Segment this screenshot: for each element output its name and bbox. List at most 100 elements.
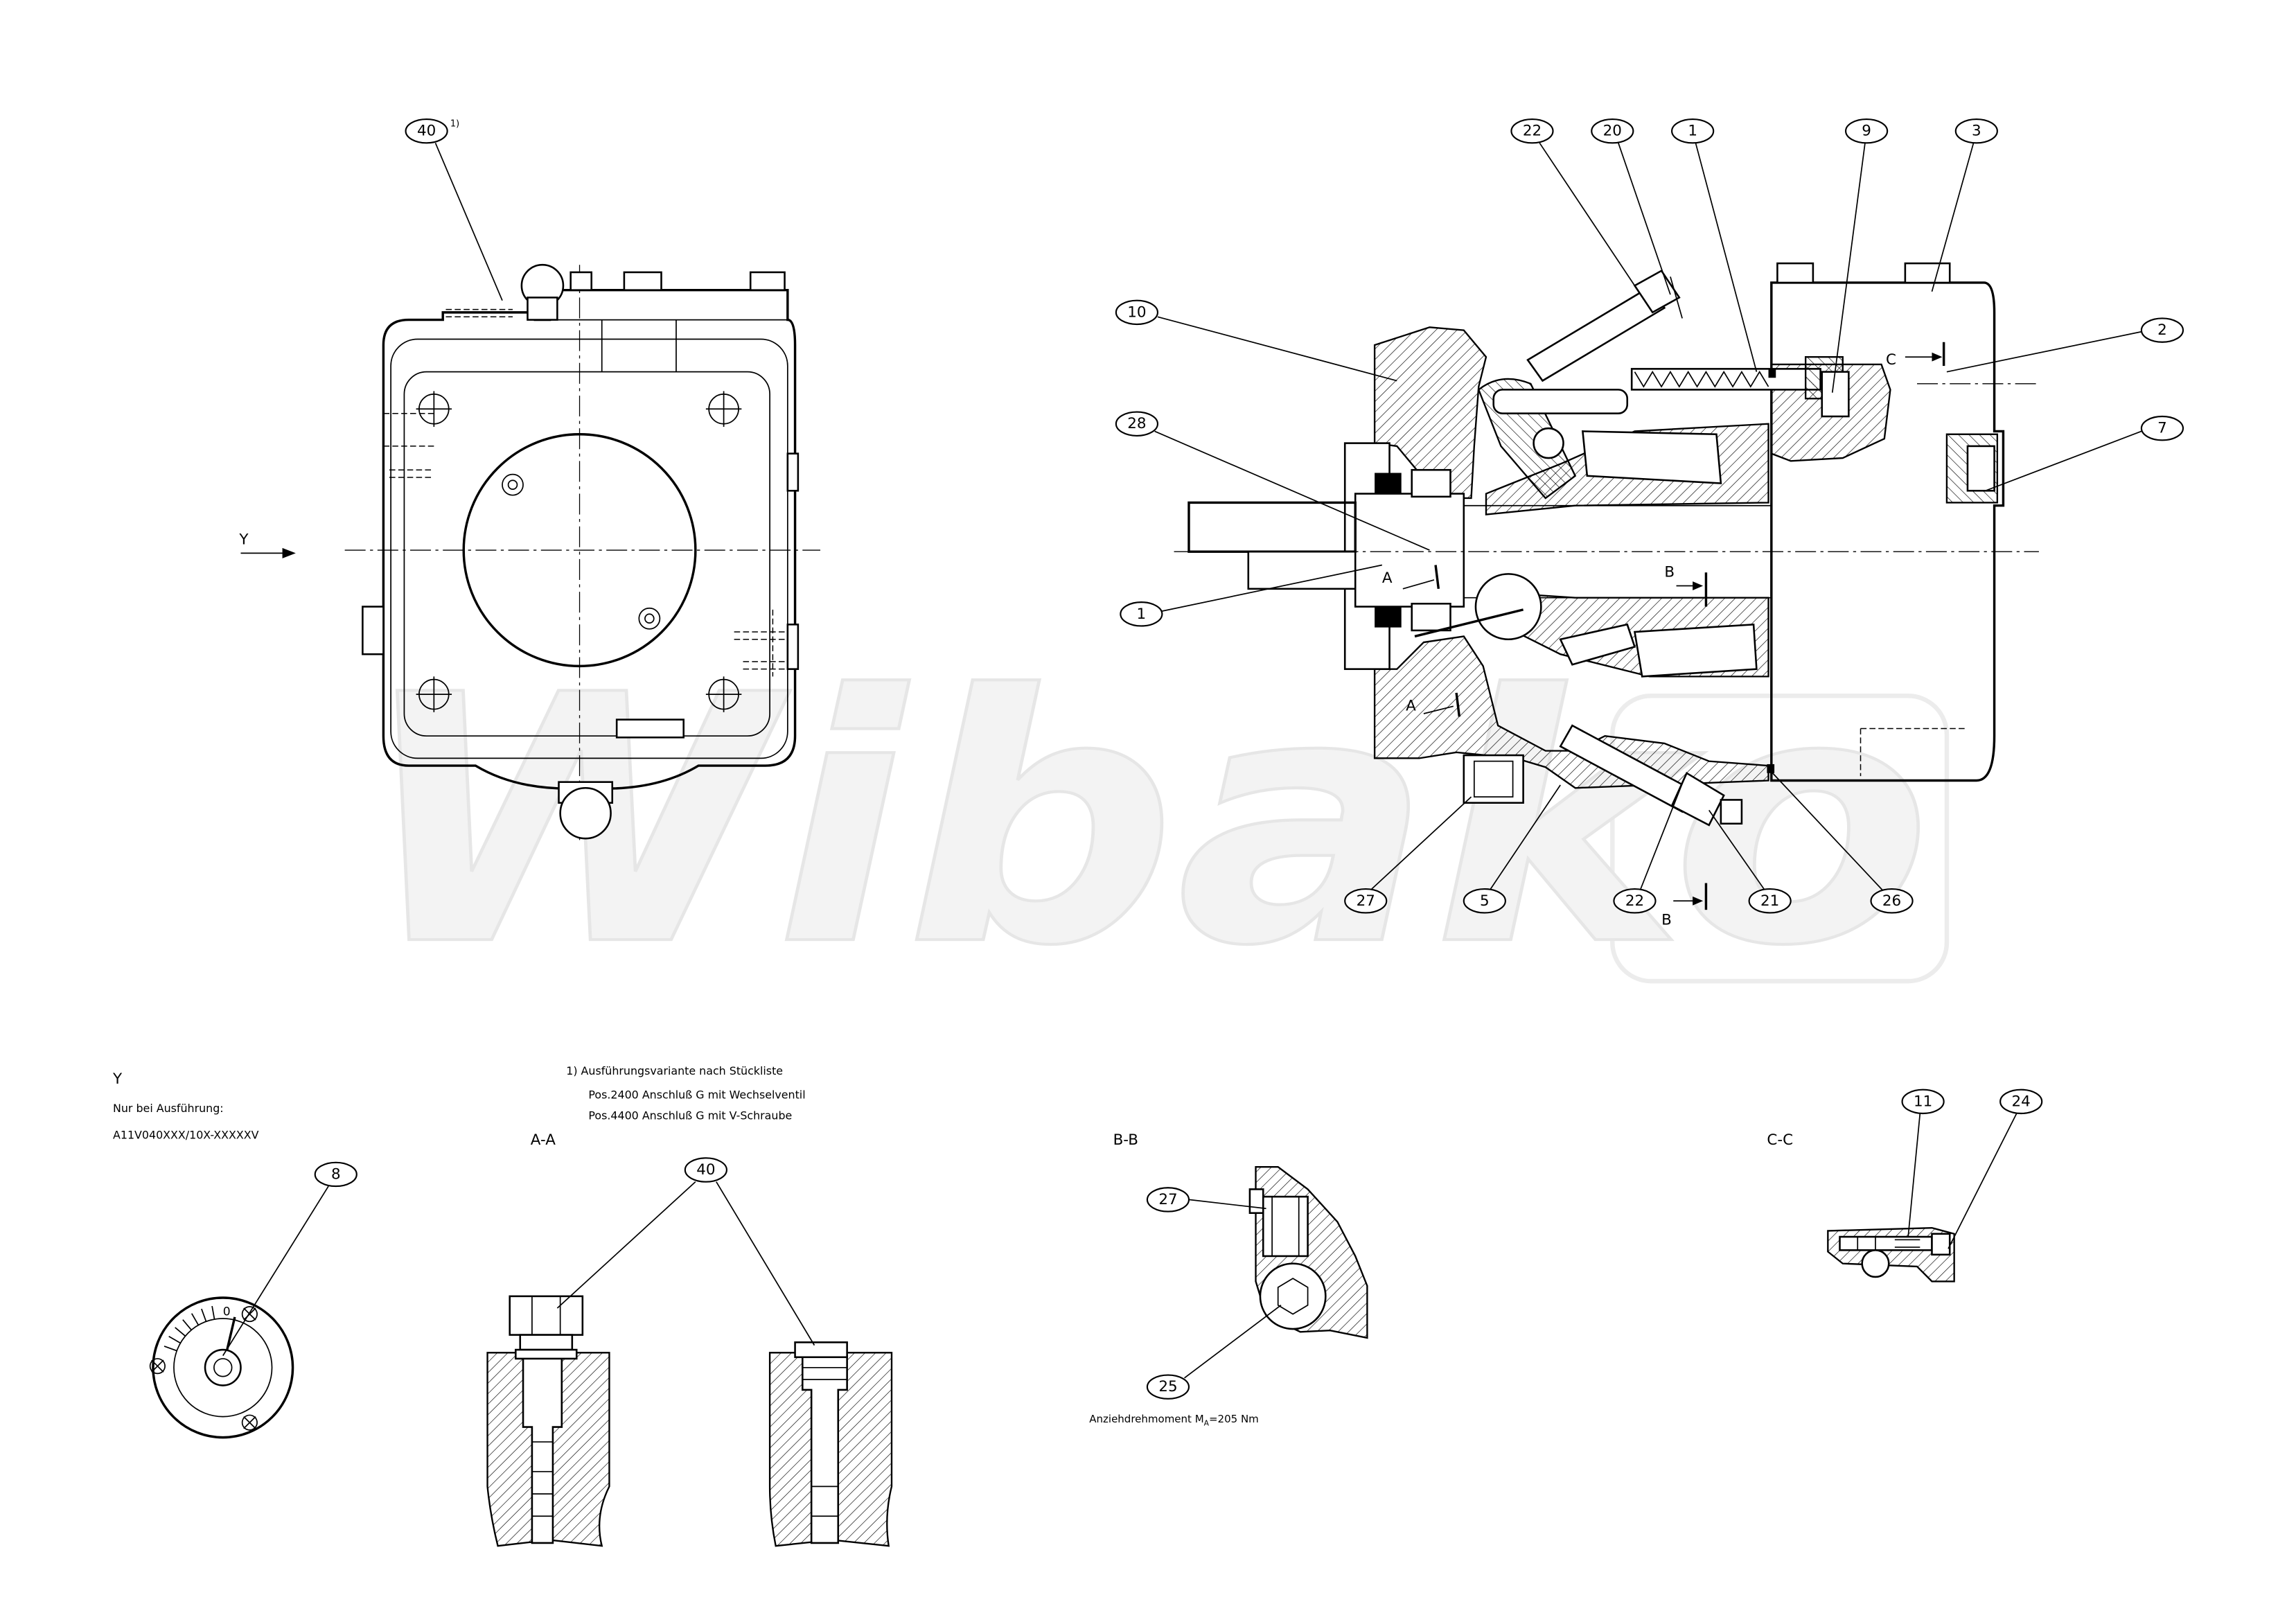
leader-line	[716, 1181, 815, 1346]
drain-plug-inner	[1473, 760, 1514, 797]
fitting-washer	[515, 1348, 578, 1360]
section-a-a-bore-left	[522, 1355, 563, 1544]
fitting-neck	[519, 1334, 574, 1351]
watermark: Wibako	[355, 622, 1950, 1022]
callout-label: 8	[331, 1165, 341, 1183]
leader-line	[1157, 316, 1397, 382]
section-c-c-bore-detail	[1857, 1237, 1920, 1251]
shaft-seal-upper	[1375, 473, 1402, 494]
leader-line	[1539, 142, 1648, 304]
callout-40-front: 40	[405, 118, 503, 301]
piston-upper	[1581, 430, 1722, 484]
section-c-c-bore	[1839, 1235, 1933, 1251]
callout-bubble	[1115, 411, 1159, 437]
callout-26: 26	[1767, 768, 1914, 914]
callout-bubble	[1999, 1088, 2043, 1115]
callout-bubble	[314, 1161, 357, 1188]
top-knob	[520, 263, 565, 321]
torque-value: =205 Nm	[1209, 1413, 1259, 1425]
callout-label: 27	[1357, 892, 1375, 910]
callout-bubble	[1844, 118, 1889, 144]
bottom-port	[615, 719, 685, 739]
bearing-housing	[1354, 493, 1465, 608]
callout-label: 3	[1972, 123, 1981, 140]
callout-bubble	[1146, 1374, 1190, 1400]
fitting-hex-flats	[531, 1296, 561, 1335]
cut-marker-b-lower: B	[1661, 883, 1708, 929]
dial-hub	[204, 1348, 242, 1386]
drive-joint	[1474, 573, 1542, 641]
callout-1-top: 1	[1671, 118, 1758, 372]
dial-hub-inner	[213, 1358, 233, 1377]
dial-inner	[173, 1318, 273, 1418]
callout-label: 22	[1523, 123, 1542, 140]
section-b-b-screw	[1259, 1262, 1327, 1330]
callout-24: 24	[1948, 1088, 2043, 1249]
dial-outer	[152, 1296, 294, 1439]
screw-head	[638, 607, 661, 630]
footnote-line1: 1) Ausführungsvariante nach Stückliste	[566, 1064, 783, 1077]
section-c-c: C-C 11 24	[1767, 1088, 2043, 1282]
cut-marker-arrow	[1402, 579, 1435, 590]
callout-5: 5	[1463, 784, 1561, 914]
callout-label: 27	[1158, 1191, 1177, 1208]
side-stub-right-top	[786, 452, 800, 492]
hidden-line	[734, 609, 788, 677]
cut-marker-label: B	[1661, 912, 1672, 929]
callout-3: 3	[1931, 118, 1998, 292]
callout-label: 22	[1625, 892, 1644, 910]
callout-label: 10	[1127, 303, 1146, 321]
flange-bolts	[416, 391, 742, 712]
cut-marker-c: C	[1886, 342, 1945, 369]
leader-line	[1618, 143, 1671, 295]
leader-line	[1708, 809, 1765, 890]
flange-screw-lower	[1411, 602, 1451, 632]
callout-label: 7	[2157, 420, 2167, 437]
callout-bubble	[1613, 888, 1657, 914]
screw-head	[149, 1358, 166, 1375]
callout-bubble	[684, 1157, 727, 1183]
section-b-b: B-B 27 25 Anziehdrehmoment MA=205 Nm	[1089, 1131, 1368, 1427]
leader-line	[1371, 796, 1472, 890]
screw-head	[241, 1305, 258, 1323]
front-view: 40 1) Y	[238, 118, 821, 840]
leader-line	[1640, 775, 1686, 890]
dial-scale-ticks	[164, 1305, 215, 1352]
section-b-b-screw-socket	[1277, 1278, 1309, 1315]
leader-line	[222, 1185, 329, 1357]
callout-7: 7	[1985, 415, 2184, 492]
section-c-c-title: C-C	[1767, 1131, 1793, 1149]
callout-label: 28	[1127, 415, 1146, 432]
callout-bubble	[2140, 415, 2184, 441]
callout-label: 1	[1688, 123, 1697, 140]
screw-plug-head	[794, 1341, 848, 1359]
footnote-line2: Pos.2400 Anschluß G mit Wechselventil	[588, 1088, 805, 1102]
drive-shaft	[1187, 501, 1357, 553]
side-stub-right-bottom	[786, 624, 800, 670]
section-a-a: A-A 40	[486, 1131, 893, 1547]
view-arrow-y: Y	[238, 531, 296, 558]
callout-bubble	[1748, 888, 1792, 914]
seal-ring-lower	[1767, 764, 1775, 773]
view-arrow-head	[282, 547, 296, 558]
cut-marker-b-upper: B	[1664, 564, 1708, 607]
callout-bubble	[1463, 888, 1506, 914]
leader-line	[434, 142, 503, 301]
ball-joint	[1533, 427, 1564, 459]
callout-label: 5	[1480, 892, 1490, 910]
piston-shoe-lower	[1559, 623, 1636, 666]
main-section-view: C A A B B	[1115, 118, 2184, 929]
main-housing	[1770, 281, 2005, 782]
callout-8: 8	[222, 1161, 357, 1357]
callout-bubble	[1870, 888, 1914, 914]
cut-marker-arrowhead	[1693, 896, 1704, 906]
callout-label: 1	[1137, 606, 1147, 623]
callout-27: 27	[1344, 796, 1472, 914]
top-knob-stem	[527, 297, 558, 321]
callout-1-left: 1	[1120, 564, 1383, 627]
callout-27-bb: 27	[1146, 1187, 1266, 1213]
screw-head	[507, 479, 518, 490]
stroke-piston	[1492, 389, 1629, 415]
callout-bubble	[1146, 1187, 1190, 1213]
